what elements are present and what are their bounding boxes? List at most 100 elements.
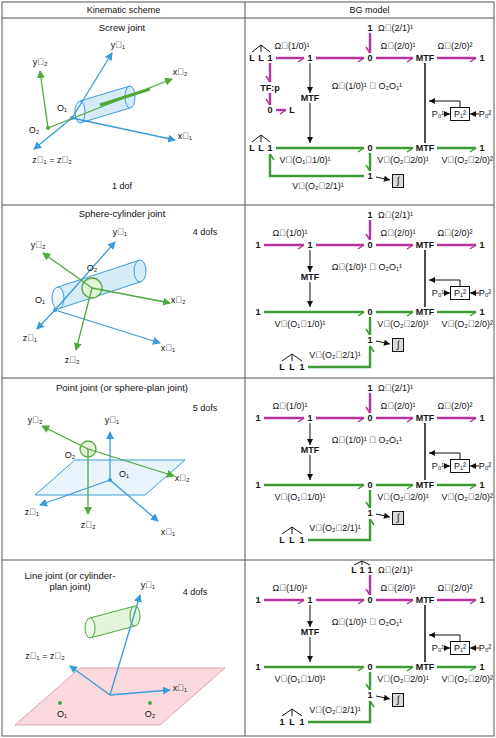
origin-point [108, 478, 112, 482]
bond-half-arrow [280, 110, 286, 114]
axis-label: y⃗₁ [113, 227, 127, 237]
power-bond [264, 311, 364, 313]
bond-fan [292, 709, 302, 716]
bond-half-arrow [358, 148, 364, 152]
bond-graph-element: MTF [416, 480, 435, 490]
bond-half-arrow [370, 519, 374, 525]
table-header-cell: BG model [245, 2, 494, 18]
arrow-head [384, 695, 390, 701]
arrow-head [307, 266, 313, 272]
power-bond [369, 490, 371, 508]
integrator-box: ∫ [392, 693, 405, 708]
axis-label: y⃗₂ [31, 240, 46, 250]
bond-graph-element: MTF [416, 595, 435, 605]
axis [92, 288, 170, 303]
bond-graph-element: 1 [367, 508, 372, 518]
table-header-cell: Kinematic scheme [2, 2, 245, 18]
bond-graph-element: 1 [479, 240, 484, 250]
bond-half-arrow [407, 418, 413, 422]
power-bond [264, 666, 364, 668]
power-bond [276, 57, 304, 59]
axis-label: y⃗₁ [111, 40, 125, 50]
bond-fan [252, 135, 261, 142]
bond-graph-element: MTF [301, 93, 320, 103]
bond-graph-element: 0 [367, 480, 372, 490]
bond-graph-element: 1 [479, 595, 484, 605]
bond-graph-element: L [289, 362, 295, 372]
bond-half-arrow [470, 667, 476, 671]
axis-label: z⃗₁ [23, 333, 37, 343]
bond-graph-element: 1 [255, 480, 260, 490]
bond-graph-element: 1 [367, 335, 372, 345]
bond-graph-element: 1 [307, 53, 312, 63]
axis [110, 480, 158, 521]
bond-fan [282, 709, 292, 716]
power-bond [308, 346, 370, 367]
cylinder-edge [90, 606, 135, 618]
bond-half-arrow [470, 312, 476, 316]
bond-fan [252, 45, 261, 52]
arrow-head [307, 87, 313, 93]
table-rule [2, 378, 494, 379]
bond-half-arrow [470, 418, 476, 422]
axis [110, 690, 170, 695]
bond-fan [362, 561, 370, 565]
axis-label: x⃗₂ [175, 473, 190, 483]
variable-label: V⃗(O₁∈1/0)¹ [279, 155, 330, 165]
variable-label: Ω⃗(2/0)¹ [381, 401, 416, 411]
bond-half-arrow [266, 99, 270, 105]
modulation-link [424, 63, 426, 143]
variable-label: P₀² [479, 643, 492, 653]
variable-label: Ω⃗(2/0)¹ [381, 41, 416, 51]
bond-half-arrow [407, 667, 413, 671]
bond-half-arrow [407, 600, 413, 604]
variable-label: P₀² [479, 461, 492, 471]
variable-label: Ω⃗(1/0)¹ [273, 228, 308, 238]
bond-half-arrow [358, 485, 364, 489]
axis [110, 595, 140, 695]
joint-name: Line joint (or cylinder-plan joint) [18, 571, 122, 593]
bond-graph-element: 0 [367, 143, 372, 153]
bond-graph-element: 1 [255, 240, 260, 250]
bond-graph-element: 1 [307, 413, 312, 423]
bond-graph-element: 1 [255, 307, 260, 317]
table-rule [2, 205, 494, 206]
bond-fan [292, 354, 302, 361]
variable-label: V⃗(O₂∈2/0)¹ [377, 674, 429, 684]
bond-graph-element: MTF [301, 272, 320, 282]
bond-fan [292, 527, 293, 534]
axis [72, 53, 112, 118]
bond-graph-element: 0 [367, 307, 372, 317]
axis-label: y⃗₂ [33, 57, 48, 67]
variable-label: Ω⃗(1/0)¹ ∧ O₂O₁¹ [332, 81, 402, 91]
bond-graph-element: 1 [367, 210, 372, 220]
bond-graph-element: 0 [267, 105, 272, 115]
bond-graph-element: 1 [279, 717, 284, 727]
bond-half-arrow [358, 418, 364, 422]
power-bond [316, 57, 364, 59]
axis-label: y⃗₂ [28, 415, 43, 425]
bond-half-arrow [366, 589, 370, 595]
axis-label: O₁ [57, 103, 67, 113]
power-bond [437, 57, 476, 59]
box-text: P₁² [454, 109, 466, 119]
bond-graph-element: 0 [367, 53, 372, 63]
bond-half-arrow [470, 148, 476, 152]
bond-half-arrow [407, 485, 413, 489]
variable-label: V⃗(O₂∈2/0)¹ [377, 319, 429, 329]
parameter-box: P₁² [450, 459, 470, 473]
power-bond [369, 220, 371, 240]
box-text: P₁² [454, 643, 466, 653]
parameter-box: P₁² [450, 641, 470, 655]
bond-half-arrow [366, 502, 370, 508]
modulation-link [424, 250, 426, 307]
axis-label: O₁ [119, 469, 129, 479]
variable-label: Ω⃗(2/0)² [438, 401, 473, 411]
box-text: ∫ [397, 339, 400, 350]
box-text: Kinematic scheme [87, 5, 161, 15]
dof-count: 4 dofs [183, 587, 208, 597]
power-bond [376, 244, 413, 246]
cylinder-end [134, 260, 146, 282]
power-bond [316, 417, 364, 419]
axis [40, 480, 110, 505]
